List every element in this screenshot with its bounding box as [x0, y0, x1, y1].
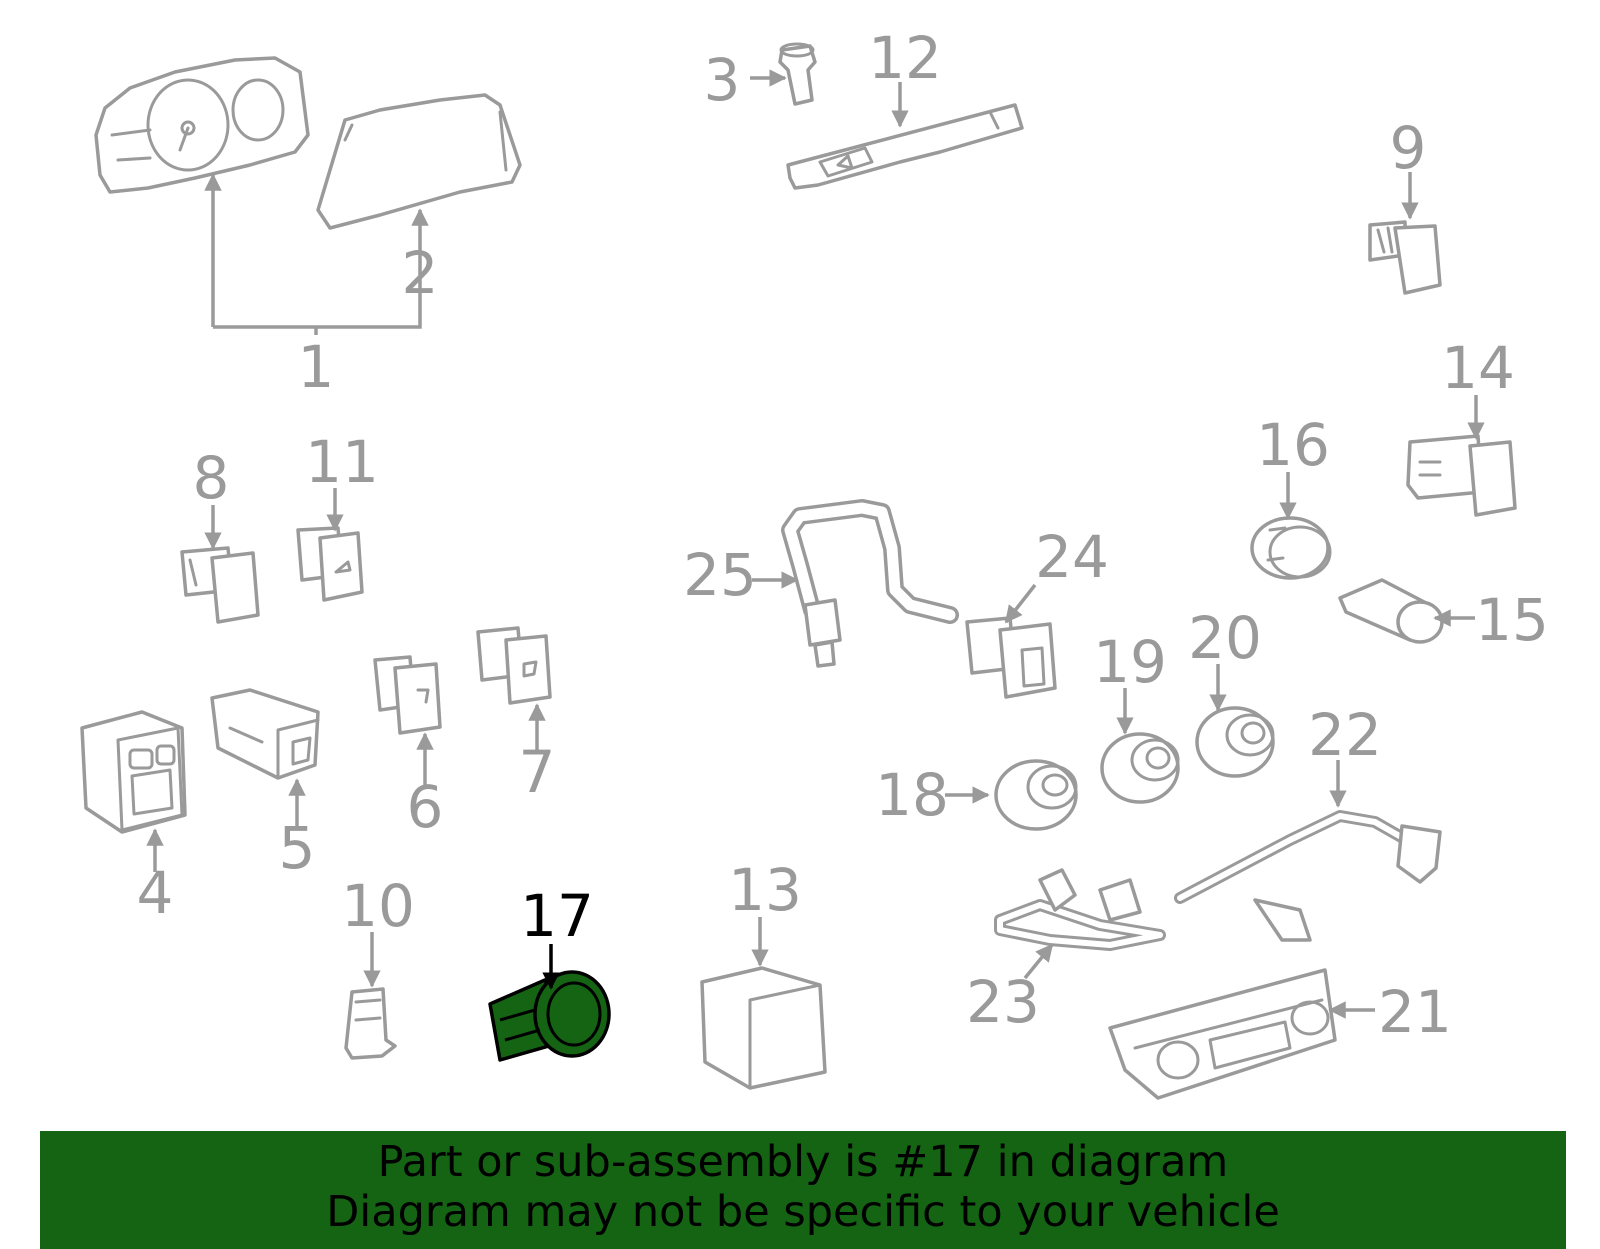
part-18-knob[interactable]	[994, 759, 1078, 831]
part-21-climate-panel[interactable]	[1108, 968, 1337, 1100]
part-23-wire-harness[interactable]	[994, 868, 1166, 951]
part-10-socket[interactable]	[344, 987, 397, 1060]
part-14-switch[interactable]	[1406, 434, 1517, 517]
part-1-combination-meter[interactable]	[94, 56, 310, 194]
part-4-mirror-switch[interactable]	[80, 710, 187, 834]
callout-3: 3	[704, 46, 741, 114]
callout-labels: 1 2 3 4 5 6 7 8 9 10 11 12 13 14 15 16 1…	[137, 24, 1549, 1046]
part-8-switch[interactable]	[180, 546, 260, 624]
part-20-knob[interactable]	[1195, 706, 1275, 778]
callout-15: 15	[1475, 586, 1549, 654]
part-22-wire-harness[interactable]	[1174, 810, 1442, 942]
part-15-socket[interactable]	[1338, 578, 1444, 644]
part-2-meter-glass[interactable]	[316, 93, 522, 230]
callout-21: 21	[1378, 978, 1452, 1046]
part-17-push-switch-highlighted[interactable]	[488, 970, 611, 1062]
part-11-switch[interactable]	[296, 526, 364, 602]
callout-1: 1	[298, 333, 335, 401]
callout-19: 19	[1093, 628, 1167, 696]
part-19-knob[interactable]	[1100, 732, 1180, 804]
callout-7: 7	[519, 738, 556, 806]
part-5-switch[interactable]	[210, 688, 320, 780]
callout-11: 11	[305, 428, 379, 496]
callout-18: 18	[875, 761, 949, 829]
part-16-socket[interactable]	[1250, 516, 1332, 580]
callout-13: 13	[728, 856, 802, 924]
part-6-switch[interactable]	[373, 655, 442, 735]
callout-4: 4	[137, 859, 174, 927]
callout-22: 22	[1308, 701, 1382, 769]
leader-lines	[146, 69, 1485, 1019]
callout-12: 12	[868, 24, 942, 92]
banner-line-disclaimer: Diagram may not be specific to your vehi…	[326, 1187, 1280, 1237]
part-9-switch[interactable]	[1368, 220, 1442, 295]
callout-5: 5	[279, 814, 316, 882]
part-13-switch-box[interactable]	[700, 966, 827, 1090]
callout-6: 6	[407, 773, 444, 841]
callout-8: 8	[193, 444, 230, 512]
callout-16: 16	[1256, 411, 1330, 479]
callout-20: 20	[1188, 604, 1262, 672]
callout-25: 25	[683, 541, 757, 609]
part-24-switch[interactable]	[965, 616, 1057, 699]
banner-line-part: Part or sub-assembly is #17 in diagram	[377, 1137, 1229, 1187]
info-banner: Part or sub-assembly is #17 in diagram D…	[40, 1131, 1566, 1249]
callout-2: 2	[402, 239, 439, 307]
callout-24: 24	[1035, 523, 1109, 591]
callout-17: 17	[520, 882, 594, 950]
callout-10: 10	[341, 872, 415, 940]
part-12-hazard-switch[interactable]	[786, 103, 1024, 190]
part-7-switch[interactable]	[476, 626, 552, 705]
callout-23: 23	[966, 968, 1040, 1036]
part-25-wire[interactable]	[781, 499, 959, 668]
callout-9: 9	[1390, 114, 1427, 182]
part-3-bulb[interactable]	[778, 42, 817, 106]
callout-14: 14	[1441, 334, 1515, 402]
